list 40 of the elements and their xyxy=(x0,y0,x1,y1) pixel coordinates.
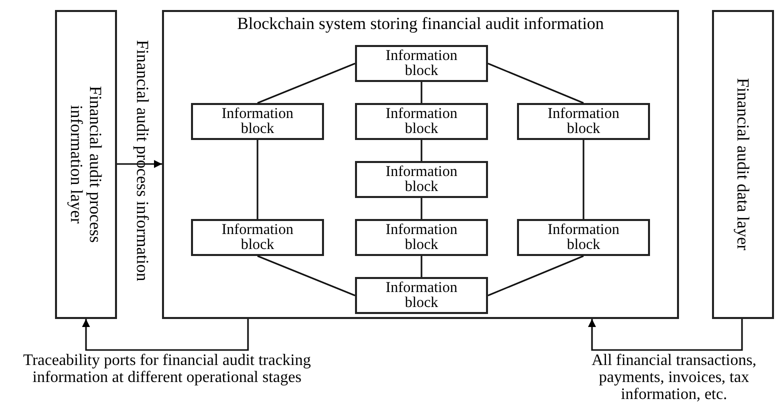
layer-label: Financial audit data layer xyxy=(734,77,752,253)
block-box xyxy=(191,219,324,256)
container-title: Blockchain system storing financial audit information xyxy=(236,14,605,34)
block-box xyxy=(517,219,650,256)
edge-label: Financial audit process information xyxy=(132,39,151,284)
connector-line xyxy=(257,255,356,296)
layer-label: Financial audit process information layer xyxy=(67,85,105,245)
system-container xyxy=(162,10,679,319)
connector-line xyxy=(420,256,422,277)
block-box xyxy=(355,219,488,256)
arrow xyxy=(588,319,743,351)
block-box xyxy=(355,277,488,314)
block-box xyxy=(191,103,324,140)
block-label: Information block xyxy=(220,222,294,252)
connector-line xyxy=(488,62,584,104)
block-label: Information block xyxy=(384,48,458,78)
connector-line xyxy=(582,140,584,219)
arrow xyxy=(117,160,162,168)
arrow xyxy=(82,319,249,351)
layer-box xyxy=(712,10,774,319)
block-box xyxy=(355,45,488,82)
edge-label: Traceability ports for financial audit tracking information at different operational stages xyxy=(22,352,312,386)
layer-box xyxy=(55,10,117,319)
connector-line xyxy=(420,198,422,219)
connector-line xyxy=(257,62,356,104)
block-label: Information block xyxy=(546,106,620,136)
connector-line xyxy=(256,140,258,219)
block-box xyxy=(355,103,488,140)
block-label: Information block xyxy=(384,280,458,310)
block-label: Information block xyxy=(384,106,458,136)
block-label: Information block xyxy=(220,106,294,136)
block-box xyxy=(355,161,488,198)
connector-line xyxy=(420,140,422,161)
block-label: Information block xyxy=(546,222,620,252)
connector-line xyxy=(488,255,584,296)
block-label: Information block xyxy=(384,164,458,194)
block-box xyxy=(517,103,650,140)
edge-label: All financial transactions, payments, invoices, tax information, etc. xyxy=(590,352,758,403)
block-label: Information block xyxy=(384,222,458,252)
connector-line xyxy=(420,82,422,103)
